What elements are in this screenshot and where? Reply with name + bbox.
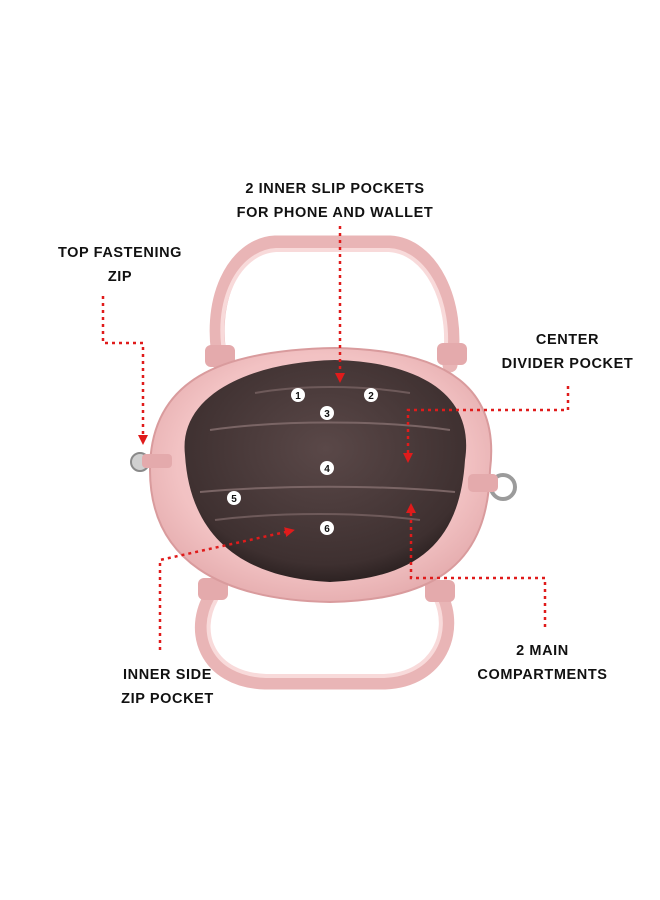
arrow-top-zip: [101, 296, 148, 445]
svg-text:2: 2: [368, 391, 374, 402]
svg-text:5: 5: [231, 494, 237, 505]
pocket-marker-5: 5: [227, 491, 241, 505]
svg-text:4: 4: [324, 464, 330, 475]
label-line: CENTER: [535, 332, 600, 348]
arrow-main-compartments: [406, 503, 547, 627]
label-slip-pockets: 2 INNER SLIP POCKETS FOR PHONE AND WALLE…: [200, 177, 470, 225]
bottom-handle-highlight: [206, 598, 443, 678]
ring-tab-right: [468, 474, 498, 492]
handle-tab: [425, 580, 455, 602]
divider-top-edge: [209, 421, 451, 431]
label-line: 2 INNER SLIP POCKETS: [245, 181, 425, 197]
label-line: TOP FASTENING: [57, 245, 183, 261]
label-line: 2 MAIN: [516, 643, 569, 659]
pocket-marker-3: 3: [320, 406, 334, 420]
label-line: FOR PHONE AND WALLET: [236, 205, 434, 221]
handle-tab: [205, 345, 235, 367]
handle-tab: [198, 578, 228, 600]
arrow-inner-side-zip: [158, 527, 295, 650]
slip-pocket-edge: [254, 386, 411, 394]
pocket-marker-2: 2: [364, 388, 378, 402]
divider-bottom-edge: [199, 485, 456, 493]
side-zip-pocket-edge: [214, 513, 421, 521]
label-line: INNER SIDE: [123, 667, 212, 683]
label-line: DIVIDER POCKET: [501, 356, 634, 372]
pocket-marker-1: 1: [291, 388, 305, 402]
label-line: COMPARTMENTS: [477, 667, 608, 683]
svg-text:1: 1: [295, 391, 301, 402]
top-handle-highlight: [220, 248, 449, 364]
pocket-marker-6: 6: [320, 521, 334, 535]
pocket-marker-4: 4: [320, 461, 334, 475]
svg-text:6: 6: [324, 524, 330, 535]
label-line: ZIP: [107, 269, 133, 285]
bottom-handle: [194, 587, 455, 690]
label-main-compartments: 2 MAIN COMPARTMENTS: [455, 639, 630, 687]
svg-text:3: 3: [324, 409, 330, 420]
label-inner-side-zip-pocket: INNER SIDE ZIP POCKET: [95, 663, 240, 711]
label-center-divider-pocket: CENTER DIVIDER POCKET: [485, 328, 650, 376]
label-top-fastening-zip: TOP FASTENING ZIP: [40, 241, 200, 289]
label-line: ZIP POCKET: [121, 691, 214, 707]
handle-tab: [437, 343, 467, 365]
top-handle: [209, 235, 460, 378]
zip-puller-tab: [142, 454, 172, 468]
